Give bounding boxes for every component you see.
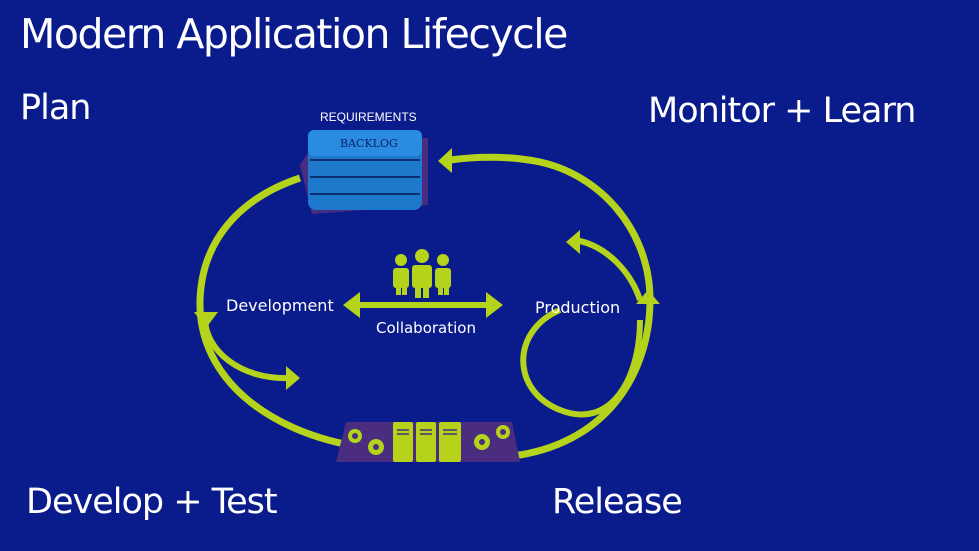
slide-title: Modern Application Lifecycle <box>20 10 568 58</box>
development-label: Development <box>226 296 334 315</box>
phase-monitor-learn-label: Monitor + Learn <box>648 91 916 131</box>
phase-plan-label: Plan <box>20 88 91 128</box>
collaboration-arrow-right-icon <box>486 292 503 318</box>
outer-loop-arrowhead-icon <box>438 148 452 173</box>
production-label: Production <box>535 298 621 317</box>
requirements-label: REQUIREMENTS <box>320 110 417 124</box>
development-loop-arrow-down-icon <box>194 312 218 328</box>
phase-develop-test-label: Develop + Test <box>26 482 278 522</box>
build-pipeline-icon <box>336 422 520 462</box>
phase-release-label: Release <box>552 482 683 522</box>
collaboration-label: Collaboration <box>376 319 476 337</box>
collaboration-arrow-left-icon <box>343 292 360 318</box>
development-loop <box>202 317 291 382</box>
outer-lifecycle-loop <box>196 153 654 459</box>
development-loop-arrow-right-icon <box>286 366 300 390</box>
backlog-board-icon <box>300 130 428 214</box>
backlog-label: BACKLOG <box>340 137 398 150</box>
production-loop <box>520 307 643 418</box>
production-loop-arrow-up-icon <box>636 290 660 304</box>
team-people-icon <box>393 249 451 298</box>
production-loop-arrow-left-icon <box>566 230 580 254</box>
